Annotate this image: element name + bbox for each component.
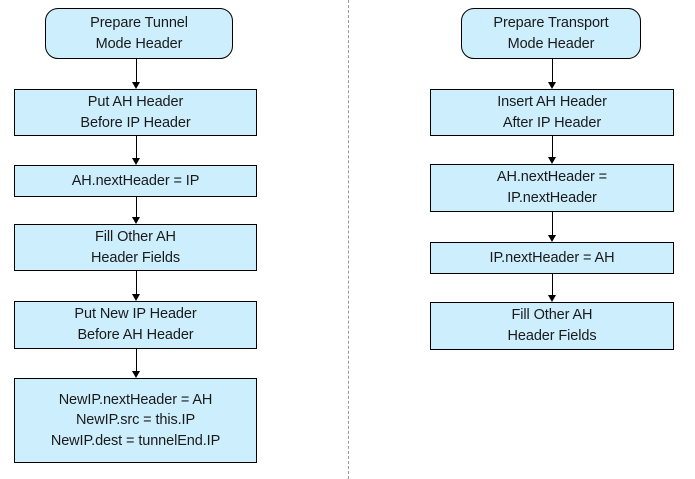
arrow-tunnel-step-3-to-step-4-head: [132, 294, 140, 301]
node-transport-step-4[interactable]: Fill Other AH Header Fields: [430, 302, 674, 350]
arrow-tunnel-step-1-to-step-2-head: [132, 158, 140, 165]
node-label-tunnel-step-5: NewIP.nextHeader = AH NewIP.src = this.I…: [50, 391, 221, 449]
arrow-transport-step-1-to-step-2: [552, 136, 553, 158]
node-transport-step-3[interactable]: IP.nextHeader = AH: [430, 242, 674, 274]
node-transport-step-2[interactable]: AH.nextHeader = IP.nextHeader: [430, 164, 674, 212]
arrow-tunnel-step-2-to-step-3-head: [132, 217, 140, 224]
node-transport-start[interactable]: Prepare Transport Mode Header: [461, 8, 641, 59]
arrow-transport-step-2-to-step-3: [552, 212, 553, 236]
arrow-tunnel-start-to-step-1-head: [132, 82, 140, 89]
arrow-tunnel-step-4-to-step-5-head: [132, 371, 140, 378]
arrow-tunnel-start-to-step-1: [136, 59, 137, 83]
node-transport-step-1[interactable]: Insert AH Header After IP Header: [430, 89, 674, 136]
arrow-transport-start-to-step-1: [552, 59, 553, 83]
node-label-transport-step-2: AH.nextHeader = IP.nextHeader: [496, 169, 608, 206]
node-label-transport-step-3: IP.nextHeader = AH: [489, 249, 615, 266]
node-label-tunnel-start: Prepare Tunnel Mode Header: [90, 14, 188, 52]
arrow-transport-step-2-to-step-3-head: [548, 235, 556, 242]
node-label-transport-step-4: Fill Other AH Header Fields: [507, 307, 597, 344]
node-tunnel-start[interactable]: Prepare Tunnel Mode Header: [45, 8, 233, 59]
node-label-tunnel-step-2: AH.nextHeader = IP: [71, 172, 200, 189]
arrow-tunnel-step-3-to-step-4: [136, 271, 137, 295]
node-label-transport-step-1: Insert AH Header After IP Header: [497, 93, 607, 131]
node-label-tunnel-step-1: Put AH Header Before IP Header: [80, 93, 191, 131]
arrow-transport-step-1-to-step-2-head: [548, 157, 556, 164]
node-label-tunnel-step-3: Fill Other AH Header Fields: [91, 228, 180, 266]
arrow-transport-start-to-step-1-head: [548, 82, 556, 89]
node-tunnel-step-3[interactable]: Fill Other AH Header Fields: [14, 224, 257, 271]
arrow-tunnel-step-1-to-step-2: [136, 136, 137, 159]
node-tunnel-step-4[interactable]: Put New IP Header Before AH Header: [14, 301, 257, 349]
node-label-tunnel-step-4: Put New IP Header Before AH Header: [74, 306, 197, 343]
arrow-transport-step-3-to-step-4: [552, 274, 553, 296]
node-tunnel-step-5[interactable]: NewIP.nextHeader = AH NewIP.src = this.I…: [14, 378, 257, 463]
arrow-tunnel-step-4-to-step-5: [136, 349, 137, 372]
node-label-transport-start: Prepare Transport Mode Header: [493, 14, 609, 52]
arrow-transport-step-3-to-step-4-head: [548, 295, 556, 302]
node-tunnel-step-2[interactable]: AH.nextHeader = IP: [14, 165, 257, 197]
node-tunnel-step-1[interactable]: Put AH Header Before IP Header: [14, 89, 257, 136]
vertical-dashed-divider: [348, 0, 349, 479]
arrow-tunnel-step-2-to-step-3: [136, 197, 137, 218]
